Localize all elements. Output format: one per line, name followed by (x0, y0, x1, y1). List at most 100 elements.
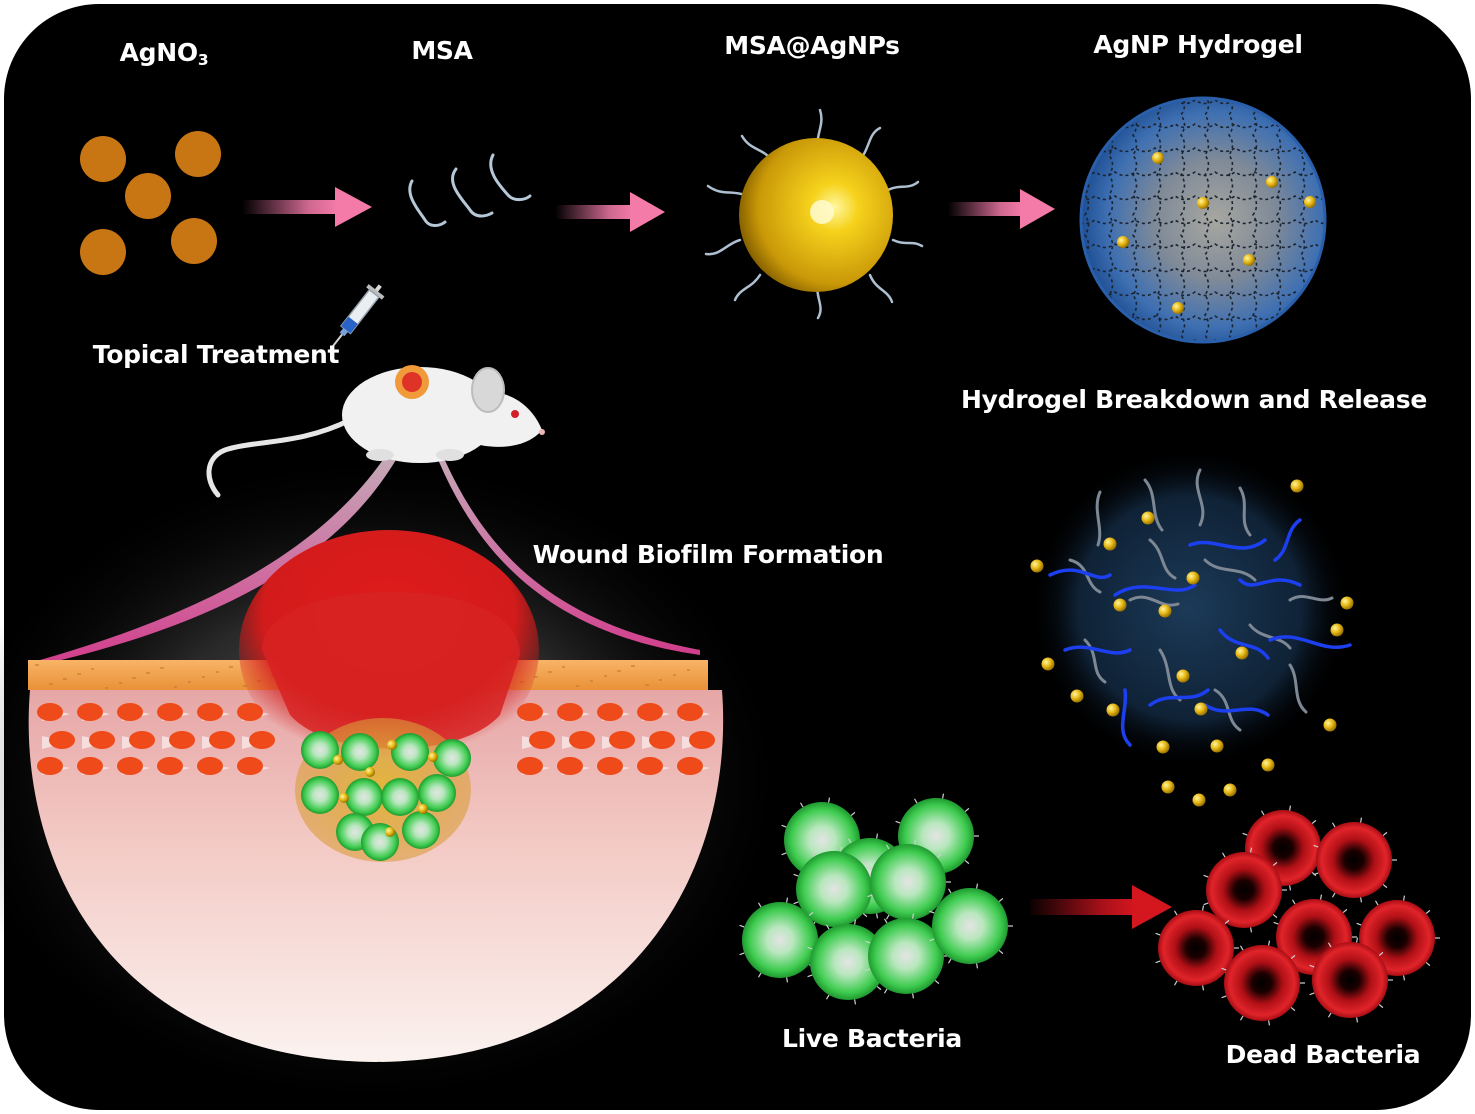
agno3-dot (125, 173, 171, 219)
label-agno3: AgNO3 (119, 38, 209, 69)
label-topical-treatment: Topical Treatment (92, 340, 340, 369)
biofilm-bacterium (301, 776, 339, 814)
skin-texture-speck (230, 666, 233, 668)
skin-texture-speck (188, 681, 191, 683)
skin-texture-speck (202, 676, 205, 678)
tissue-cell (49, 731, 75, 749)
silver-nanoparticle (1117, 236, 1129, 248)
skin-texture-speck (78, 673, 81, 675)
pink-arrow (555, 192, 665, 232)
skin-texture-speck (50, 683, 53, 685)
red-arrow (1030, 885, 1172, 929)
tissue-cell (89, 731, 115, 749)
silver-nanoparticle (1223, 783, 1237, 797)
label-msa: MSA (411, 36, 473, 65)
hydrogel-mesh-line (1228, 98, 1234, 342)
silver-nanoparticle (1340, 596, 1354, 610)
tissue-cell (157, 757, 183, 775)
polymer-chain (1188, 538, 1267, 550)
tissue-cell (249, 731, 275, 749)
syringe-icon (330, 284, 385, 350)
silver-nanoparticle (385, 827, 395, 837)
silver-nanoparticle (365, 767, 375, 777)
tissue-cell (637, 757, 663, 775)
polymer-chain (1238, 578, 1302, 587)
polymer-chain (1273, 518, 1302, 562)
tissue-cell (649, 731, 675, 749)
live-bacterium (793, 846, 877, 932)
pink-arrow (242, 187, 372, 227)
tissue-cell (517, 703, 543, 721)
polymer-chain (1120, 688, 1132, 747)
agno3-dot (175, 131, 221, 177)
biofilm-bacterium (345, 778, 383, 816)
silver-nanoparticle (1156, 740, 1170, 754)
skin-texture-speck (244, 685, 247, 687)
skin-texture-speck (618, 670, 621, 672)
polymer-chain (1048, 568, 1112, 580)
msa-strand (1248, 623, 1292, 650)
tissue-cell (597, 703, 623, 721)
tissue-cell (169, 731, 195, 749)
silver-nanoparticle (1330, 623, 1344, 637)
msa-strands (408, 153, 532, 227)
tissue-cell (117, 703, 143, 721)
msa-agnp-particle (704, 108, 924, 320)
silver-nanoparticle (1158, 604, 1172, 618)
tissue-cell (37, 703, 63, 721)
live-bacterium (807, 919, 891, 1005)
tissue-cell (557, 703, 583, 721)
dead-bacterium (1313, 817, 1397, 903)
msa-strand (1148, 538, 1177, 580)
live-bacteria-cluster (739, 793, 1013, 1005)
silver-nanoparticle (1290, 479, 1304, 493)
tissue-cell (569, 731, 595, 749)
hydrogel-mesh-line (1081, 243, 1325, 249)
skin-texture-speck (673, 674, 676, 676)
tissue-cell (209, 731, 235, 749)
tissue-cell (37, 757, 63, 775)
silver-nanoparticle (1194, 702, 1208, 716)
biofilm-bacterium (402, 811, 440, 849)
tissue-cell (637, 703, 663, 721)
silver-nanoparticle (418, 804, 428, 814)
silver-nanoparticle (1304, 196, 1316, 208)
skin-texture-speck (216, 671, 219, 673)
polymer-chain (1148, 688, 1210, 707)
skin-texture-speck (590, 680, 593, 682)
skin-texture-speck (161, 667, 164, 669)
skin-cross-section (28, 530, 724, 1062)
skin-texture-speck (133, 677, 136, 679)
label-msa-agnps: MSA@AgNPs (724, 31, 900, 60)
silver-nanoparticle (1266, 176, 1278, 188)
tissue-cell (517, 757, 543, 775)
tissue-cell (129, 731, 155, 749)
skin-texture-speck (562, 666, 565, 668)
agno3-dot (171, 218, 217, 264)
silver-nanoparticle (339, 793, 349, 803)
msa-strand (1195, 468, 1205, 527)
silver-nanoparticle (1152, 152, 1164, 164)
skin-texture-speck (64, 678, 67, 680)
tissue-cell (77, 757, 103, 775)
msa-strand (1288, 594, 1334, 602)
hydrogel-mesh-line (1204, 98, 1210, 342)
dead-bacterium (1155, 905, 1239, 991)
label-hydrogel-breakdown: Hydrogel Breakdown and Release (961, 385, 1427, 414)
silver-nanoparticle (1192, 793, 1206, 807)
hydrogel-mesh-line (1081, 147, 1325, 153)
skin-texture-speck (687, 669, 690, 671)
msa-strand (408, 179, 447, 227)
dead-bacteria-cluster (1155, 805, 1440, 1026)
skin-texture-speck (659, 679, 662, 681)
silver-nanoparticle (1186, 571, 1200, 585)
skin-texture-speck (549, 671, 552, 673)
label-live-bacteria: Live Bacteria (782, 1024, 962, 1053)
silver-nanoparticle (1141, 511, 1155, 525)
hydrogel-mesh-line (1081, 267, 1325, 273)
tissue-cell (677, 757, 703, 775)
msa-strand (451, 167, 494, 218)
tissue-cell (689, 731, 715, 749)
skin-texture-speck (535, 676, 538, 678)
silver-nanoparticle (1210, 739, 1224, 753)
